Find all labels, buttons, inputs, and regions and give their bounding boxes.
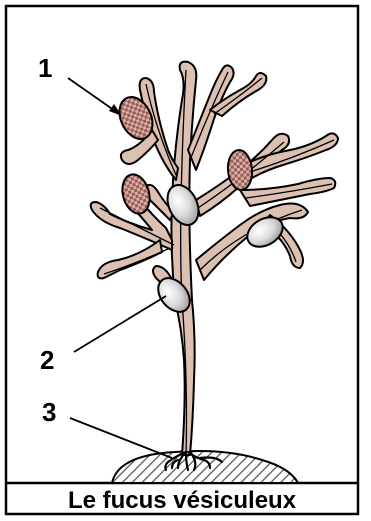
leader-line-3 [70, 418, 172, 458]
figure-caption: Le fucus vésiculeux [68, 487, 297, 514]
label-2: 2 [40, 345, 54, 375]
label-3: 3 [42, 397, 56, 427]
leader-line-1 [68, 78, 118, 113]
hatched-rock-icon [112, 451, 298, 483]
air-bladder-icon [161, 180, 204, 230]
label-1: 1 [38, 53, 52, 83]
leader-line-2 [74, 296, 166, 352]
